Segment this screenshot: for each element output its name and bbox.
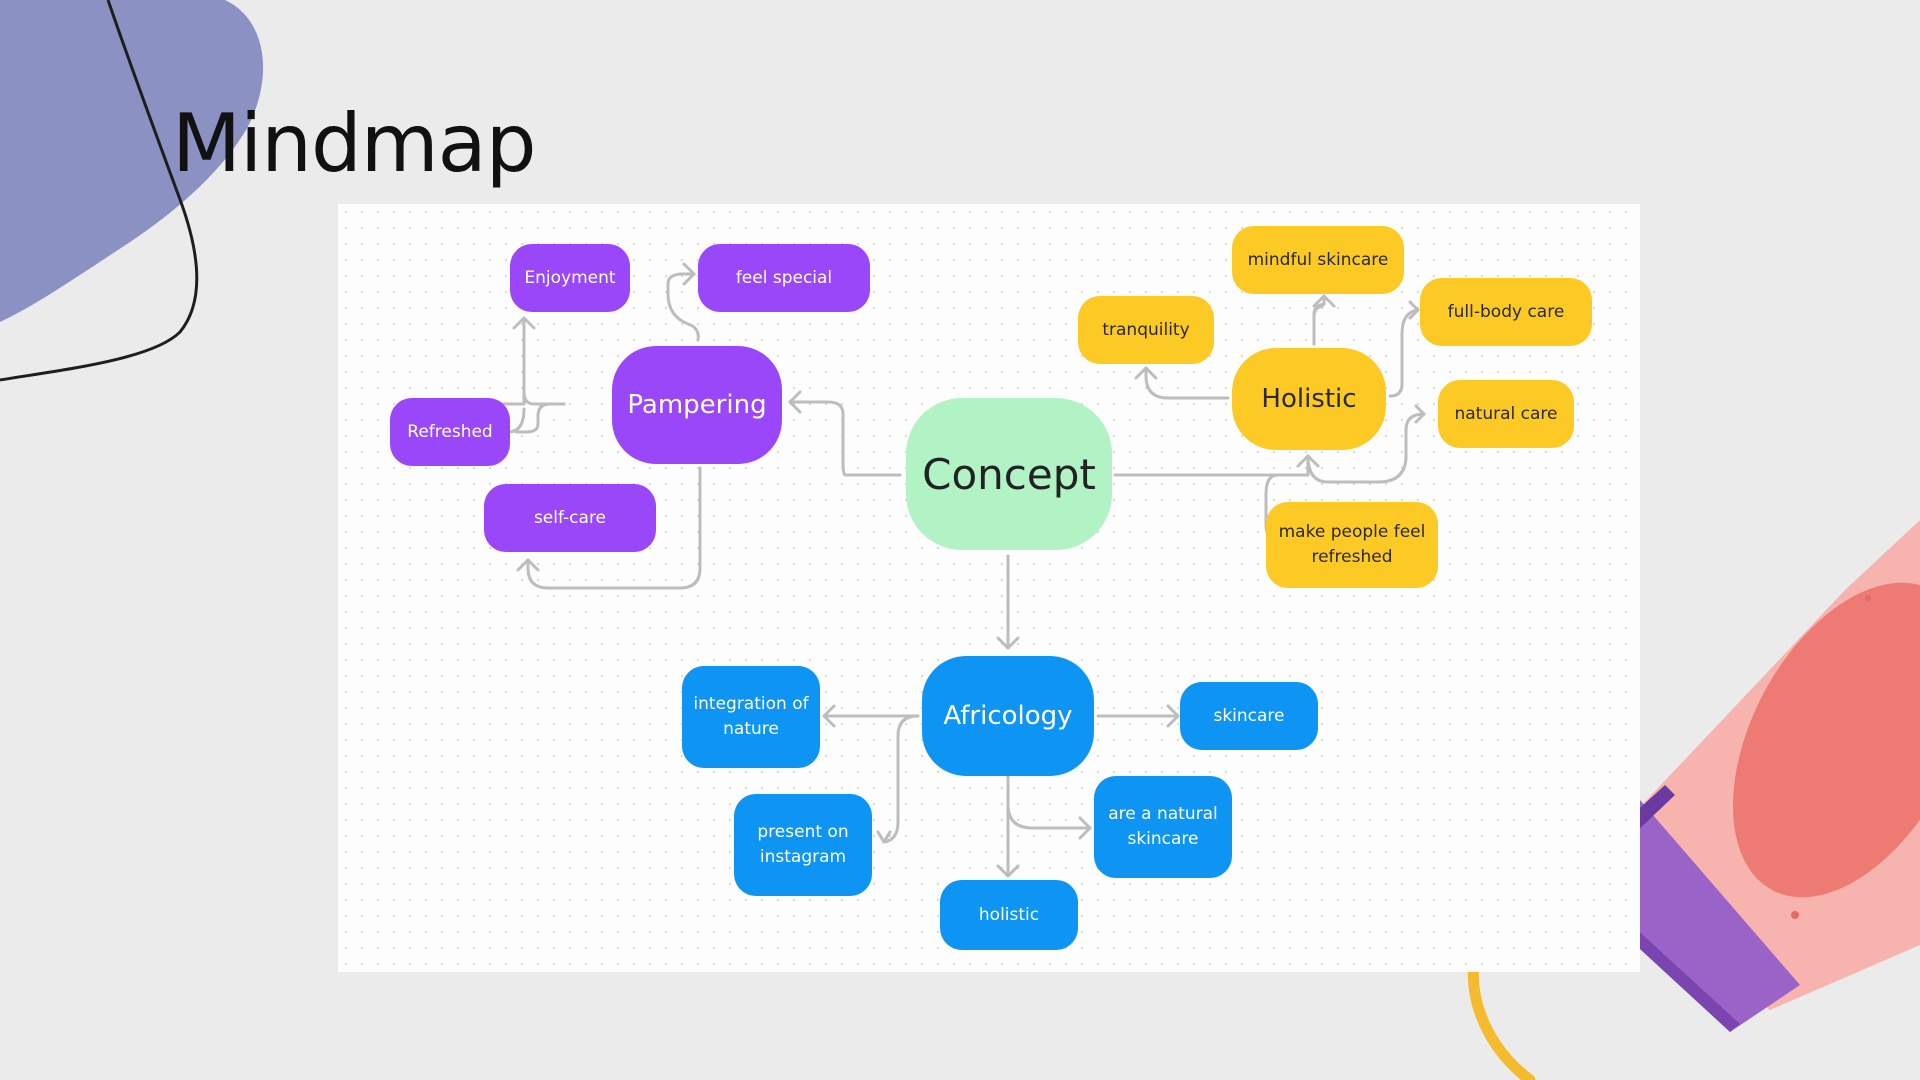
connector-holistic-tranquility [1144, 366, 1230, 400]
arrowhead [1078, 816, 1092, 840]
connector-pampering-enjoyment [496, 317, 526, 406]
arrowhead [512, 316, 536, 330]
arrowhead [822, 704, 836, 728]
full-body-care-node[interactable]: full-body care [1420, 278, 1592, 346]
arrowhead [996, 636, 1020, 650]
arrowhead [876, 830, 892, 844]
refreshed-node[interactable]: Refreshed [390, 398, 510, 466]
arrowhead [1408, 300, 1420, 320]
tranquility-node[interactable]: tranquility [1078, 296, 1214, 364]
connector-africology-instagram [882, 714, 920, 844]
integration-of-nature-node[interactable]: integration of nature [682, 666, 820, 768]
connector-pampering-selfcare [526, 466, 702, 590]
arrowhead [1312, 294, 1336, 308]
holistic-node[interactable]: Holistic [1232, 348, 1386, 450]
concept-node[interactable]: Concept [906, 398, 1112, 550]
mindful-skincare-node[interactable]: mindful skincare [1232, 226, 1404, 294]
arrowhead [516, 558, 540, 572]
pampering-node[interactable]: Pampering [612, 346, 782, 464]
arrowhead [996, 864, 1020, 878]
arrowhead [1166, 704, 1180, 728]
present-on-instagram-node[interactable]: present on instagram [734, 794, 872, 896]
connector-concept-holistic [1113, 454, 1310, 477]
mindmap-board: Concept Pampering Enjoyment feel special… [338, 204, 1640, 972]
connector-pampering-feelspecial [666, 272, 700, 342]
connector-holistic-naturalcare [1306, 412, 1426, 484]
skincare-node[interactable]: skincare [1180, 682, 1318, 750]
make-people-feel-refreshed-node[interactable]: make people feel refreshed [1266, 502, 1438, 588]
are-a-natural-skincare-node[interactable]: are a natural skincare [1094, 776, 1232, 878]
connector-holistic-fullbody [1388, 308, 1420, 398]
connector-holistic-mindful-stem [1312, 302, 1326, 346]
blob-shape [0, 0, 264, 322]
connector-pampering-enjoyment-up [522, 317, 566, 406]
curve-line [0, 0, 199, 382]
connector-pampering-refreshed [514, 402, 566, 434]
feel-special-node[interactable]: feel special [698, 244, 870, 312]
holistic-child-node[interactable]: holistic [940, 880, 1078, 950]
natural-care-node[interactable]: natural care [1438, 380, 1574, 448]
arrowhead [1414, 404, 1426, 424]
arrowhead [682, 262, 696, 286]
arrowhead [788, 390, 802, 414]
enjoyment-node[interactable]: Enjoyment [510, 244, 630, 312]
arrowhead [1134, 366, 1158, 380]
self-care-node[interactable]: self-care [484, 484, 656, 552]
africology-node[interactable]: Africology [922, 656, 1094, 776]
connector-africology-natural [1006, 774, 1092, 830]
slide-title: Mindmap [172, 97, 536, 190]
connector-concept-pampering [788, 400, 902, 477]
